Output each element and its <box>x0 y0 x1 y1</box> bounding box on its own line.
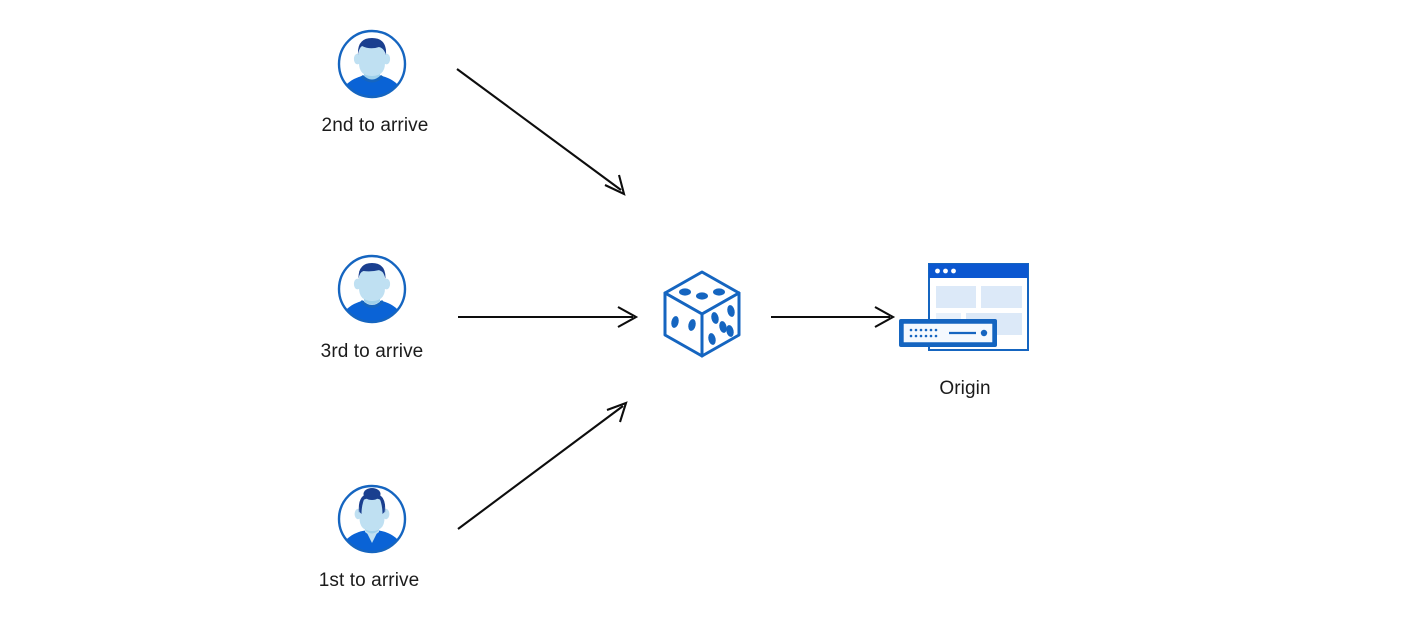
server-device-icon <box>899 319 997 347</box>
dice-icon <box>663 270 741 358</box>
arrow-3rd-to-dice <box>458 306 639 328</box>
user-avatar-icon <box>337 254 407 324</box>
client-label-1st: 1st to arrive <box>318 570 420 591</box>
client-label-3rd: 3rd to arrive <box>320 341 424 362</box>
origin-label: Origin <box>939 378 991 399</box>
randomizer-node[interactable] <box>659 267 745 361</box>
user-avatar-icon <box>337 484 407 554</box>
origin-node[interactable] <box>896 258 1036 363</box>
client-label-2nd: 2nd to arrive <box>321 115 429 136</box>
arrow-dice-to-origin <box>771 306 896 328</box>
origin-server-icon <box>899 263 1029 351</box>
client-node-3rd[interactable] <box>336 253 408 325</box>
client-node-2nd[interactable] <box>336 28 408 100</box>
client-node-1st[interactable] <box>336 483 408 555</box>
user-avatar-icon <box>337 29 407 99</box>
arrow-1st-to-dice <box>457 401 628 530</box>
